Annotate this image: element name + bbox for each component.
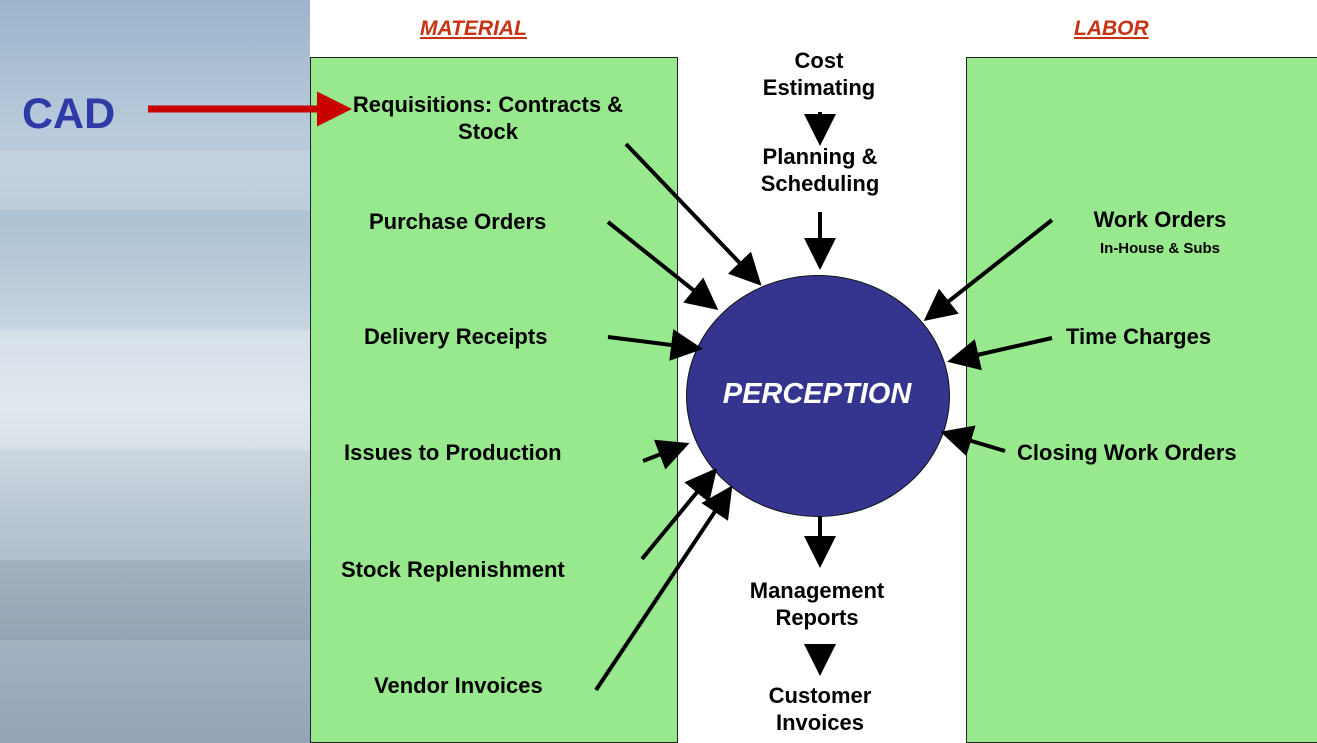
cloud-band — [0, 330, 310, 450]
planning-scheduling-label: Planning & Scheduling — [760, 144, 880, 196]
cad-label: CAD — [22, 90, 116, 138]
issues-to-production-label: Issues to Production — [344, 440, 562, 465]
cloud-band — [0, 560, 310, 640]
cost-estimating-label: Cost Estimating — [762, 48, 876, 100]
arrow-work-orders — [923, 218, 1054, 321]
closing-work-orders-label: Closing Work Orders — [1017, 440, 1237, 465]
delivery-receipts-label: Delivery Receipts — [364, 324, 548, 349]
requisitions-label: Requisitions: Contracts & Stock — [352, 92, 624, 144]
cloud-band — [0, 150, 310, 210]
arrow-issues — [642, 439, 690, 470]
management-reports-label: Management Reports — [749, 578, 885, 630]
material-box — [310, 57, 678, 743]
arrow-time-charges — [947, 336, 1053, 371]
arrow-stock-replenishment — [640, 467, 718, 561]
work-orders-label: Work Orders In-House & Subs — [1060, 207, 1260, 258]
work-orders-sub: In-House & Subs — [1099, 239, 1220, 257]
arrow-closing-work-orders — [940, 425, 1006, 457]
perception-ellipse — [686, 275, 950, 517]
arrow-purchase-orders — [606, 220, 719, 310]
arrow-vendor-invoices — [594, 485, 733, 692]
vendor-invoices-label: Vendor Invoices — [374, 673, 543, 698]
material-header: MATERIAL — [420, 17, 527, 40]
perception-label: PERCEPTION — [722, 378, 912, 410]
purchase-orders-label: Purchase Orders — [369, 209, 547, 234]
time-charges-label: Time Charges — [1066, 324, 1212, 349]
customer-invoices-label: Customer Invoices — [768, 683, 872, 735]
arrow-delivery-receipts — [607, 329, 703, 361]
stock-replenishment-label: Stock Replenishment — [341, 557, 565, 582]
work-orders-title: Work Orders — [1093, 207, 1227, 232]
labor-header: LABOR — [1074, 17, 1149, 40]
arrow-requisitions — [624, 142, 762, 286]
sky-background — [0, 0, 310, 743]
